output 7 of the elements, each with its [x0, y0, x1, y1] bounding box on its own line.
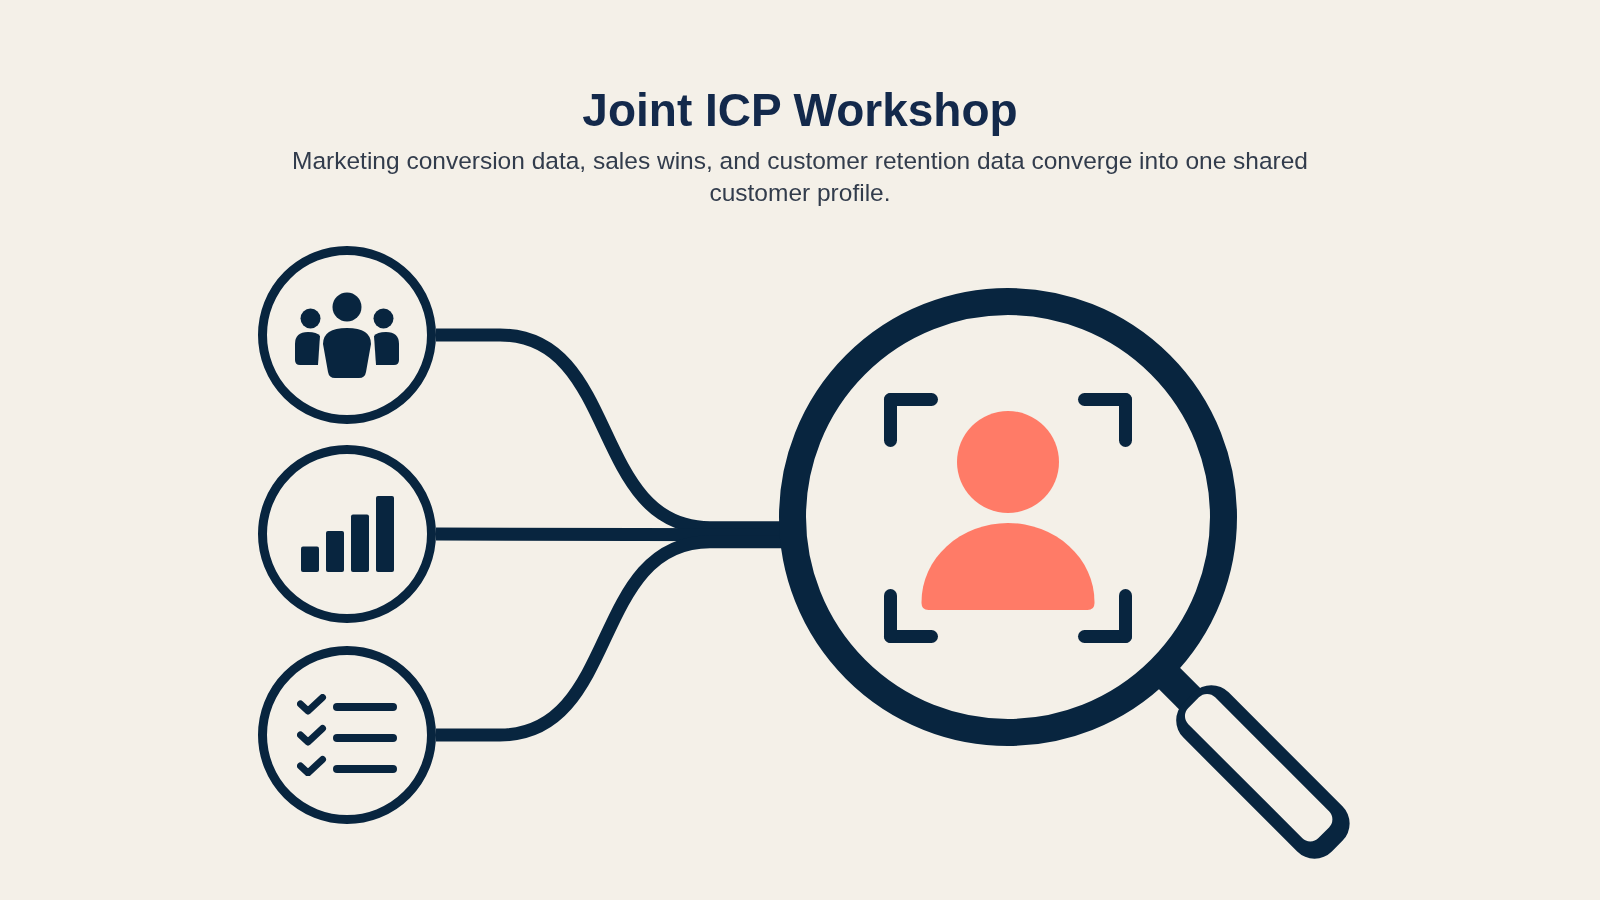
magnifying-glass [779, 287, 1347, 856]
title: Joint ICP Workshop [582, 84, 1018, 137]
icon-circle [258, 246, 436, 424]
subtitle: Marketing conversion data, sales wins, and customer retention data converge into one shared customer profile. [291, 145, 1309, 208]
connector-line [436, 527, 782, 542]
icon-circle [258, 445, 436, 623]
icon-circle [258, 646, 436, 824]
